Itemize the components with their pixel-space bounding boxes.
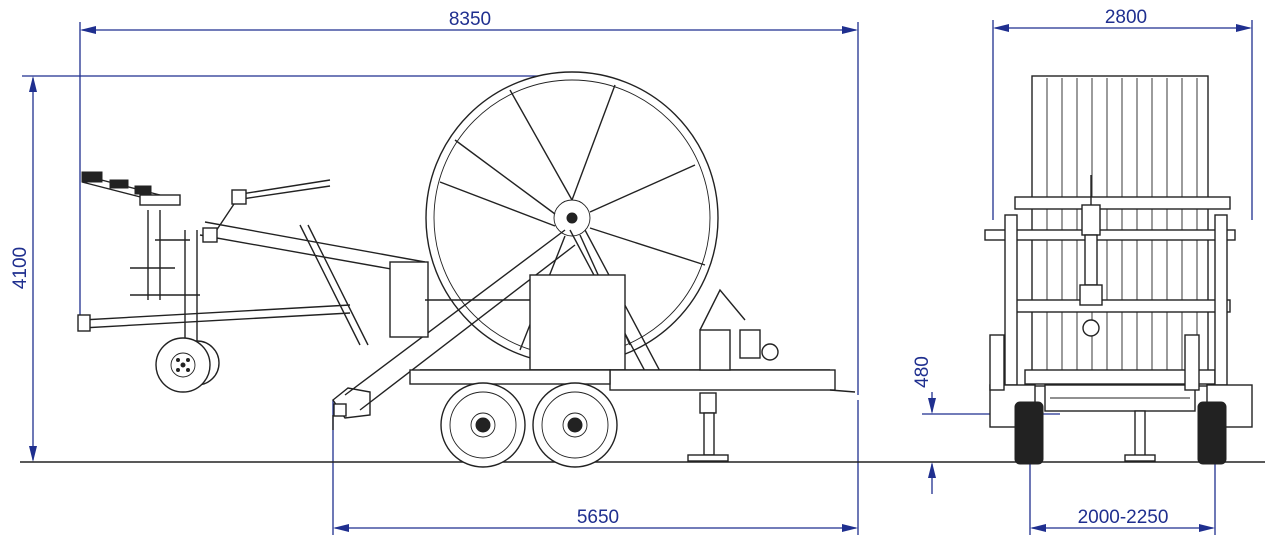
rear-wheel-1 — [440, 382, 526, 468]
front-wheel — [155, 337, 220, 393]
support-leg — [687, 392, 729, 462]
main-frame — [344, 229, 856, 411]
front-support-leg — [1124, 410, 1156, 462]
ground-clearance-label: 480 — [912, 356, 933, 388]
overall-height-label: 4100 — [10, 247, 31, 289]
dimension-track-width: 2000-2250 — [1029, 440, 1216, 535]
track-width-label: 2000-2250 — [1078, 507, 1169, 528]
hitch — [332, 387, 371, 430]
front-view-right-wheel — [1184, 334, 1253, 465]
overall-length-label: 8350 — [449, 9, 491, 30]
dimension-overall-length: 8350 — [79, 9, 859, 395]
front-view-left-wheel — [989, 334, 1044, 465]
side-view — [77, 71, 856, 468]
dimension-overall-height: 4100 — [10, 75, 560, 462]
rear-wheel-2 — [532, 382, 618, 468]
overall-width-label: 2800 — [1105, 7, 1147, 28]
boom-arm — [77, 171, 426, 346]
front-frame — [984, 175, 1236, 412]
axle-to-rear-label: 5650 — [577, 507, 619, 528]
front-view — [984, 75, 1253, 465]
dimension-overall-width: 2800 — [992, 7, 1253, 220]
